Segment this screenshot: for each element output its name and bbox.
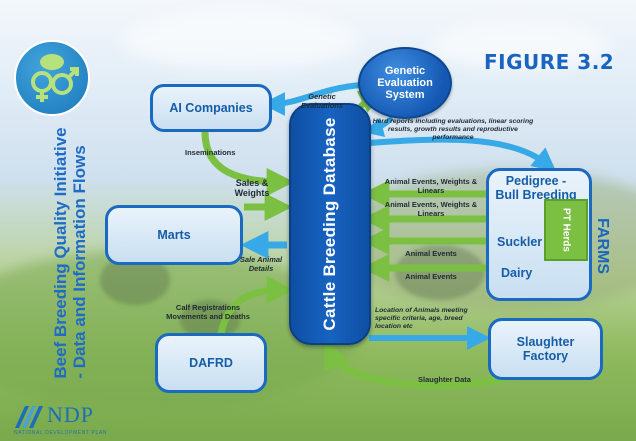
dairy-label: Dairy [501,266,533,280]
sales-weights-label: Sales & Weights [234,178,270,198]
background-tree [395,245,485,300]
side-title-line-1: Beef Breeding Quality Initiative [51,127,70,379]
arrow-genetic-to-ai [261,82,363,116]
marts-box: Marts [105,205,243,265]
background-cloud [430,20,610,70]
genetic-evaluation-system: Genetic Evaluation System [358,47,452,119]
side-title: Beef Breeding Quality Initiative - Data … [51,127,89,378]
slaughter-data-label: Slaughter Data [418,375,471,384]
arrow-inseminations [201,131,295,196]
pedigree-events-label: Animal Events, Weights & Linears [384,177,478,195]
genetic-evaluations-label: Genetic Evaluations [300,92,344,110]
suckler-events-label: Animal Events [405,249,457,258]
ndp-logo-subtitle: NATIONAL DEVELOPMENT PLAN [14,430,107,436]
location-animals-label: Location of Animals meeting specific cri… [375,307,468,330]
farms-label: FARMS [594,218,611,274]
figure-label: FIGURE 3.2 [484,50,615,74]
side-title-line-2: - Data and Information Flows [70,145,89,379]
genetic-evaluation-label: Genetic Evaluation System [377,65,433,101]
calf-registrations-label: Calf Registrations Movements and Deaths [166,303,250,321]
marts-label: Marts [157,228,191,242]
dairy-events-label: Animal Events [405,272,457,281]
sale-animal-details-label: Sale Animal Details [239,255,283,273]
ndp-logo-icon [15,406,43,428]
database-label: Cattle Breeding Database [320,117,339,331]
arrow-genetic-to-db [363,116,394,138]
background-cloud [120,10,360,70]
pt-herds-box: PT Herds [544,199,588,261]
ai-companies-box: AI Companies [150,84,272,132]
slaughter-factory-box: Slaughter Factory [488,318,603,380]
arrow-calf-registrations [216,276,295,341]
cattle-breeding-database: Cattle Breeding Database [289,103,371,345]
dafrd-label: DAFRD [189,356,233,370]
ai-companies-label: AI Companies [169,101,253,115]
gender-symbols-logo [14,40,90,116]
arrow-herd-reports [367,136,557,172]
pedigree-label: Pedigree - Bull Breeding [495,174,577,202]
dafrd-box: DAFRD [155,333,267,393]
ndp-logo-text: NDP [47,402,95,427]
inseminations-label: Inseminations [185,148,236,157]
pt-herds-label: PT Herds [560,208,572,252]
herd-reports-label: Herd reports including evaluations, line… [372,118,534,141]
pt-events-label: Animal Events, Weights & Linears [384,200,478,218]
suckler-label: Suckler [497,235,543,249]
slaughter-factory-label: Slaughter Factory [516,335,575,363]
